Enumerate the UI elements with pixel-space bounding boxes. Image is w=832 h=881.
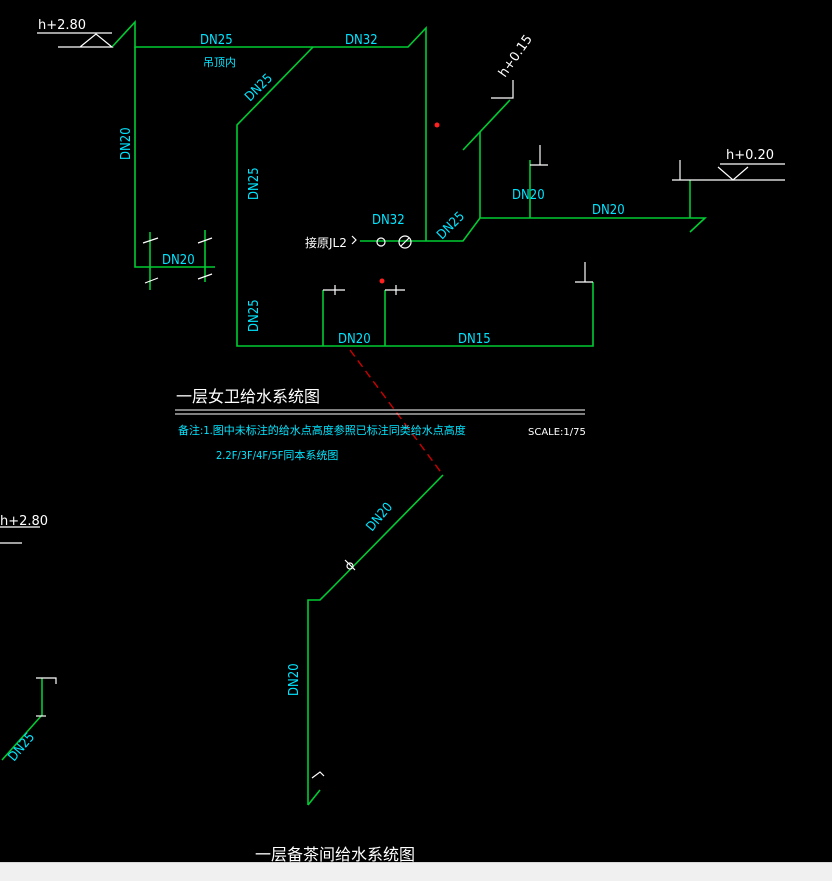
- mid-vert-dn25a-label: DN25: [247, 167, 262, 200]
- right-dn20a-label: DN20: [512, 188, 545, 203]
- riser-diag-up: [462, 99, 511, 151]
- drawing1-notes-line1: 备注:1.图中未标注的给水点高度参照已标注同类给水点高度: [178, 423, 466, 437]
- drawing2-elev-label: h+2.80: [0, 514, 48, 529]
- elev-right-label: h+0.20: [726, 148, 774, 163]
- elev-mid-label: h+0.15: [496, 32, 536, 80]
- drawing2-fittings: [0, 526, 356, 779]
- drawing1-notes-line2: 2.2F/3F/4F/5F同本系统图: [216, 448, 338, 462]
- top-sub-label: 吊顶内: [203, 55, 236, 69]
- red-marker-2: [379, 278, 385, 284]
- drawing2-pipes: [1, 474, 444, 806]
- riser-dn32-label: DN32: [372, 213, 405, 228]
- red-marker-1: [434, 122, 440, 128]
- riser-diag-dn25-label: DN25: [434, 209, 468, 243]
- left-edge-pipe: [1, 678, 43, 761]
- elevation-markers: [37, 32, 785, 181]
- bottom-dn15-label: DN15: [458, 332, 491, 347]
- top-main-pipe: [111, 19, 427, 241]
- dashed-link: [349, 349, 444, 476]
- title-rules: [175, 409, 585, 415]
- drawing2-left-dn25-label: DN25: [6, 730, 38, 765]
- drawing1-title: 一层女卫给水系统图: [176, 387, 320, 406]
- diag-dn25-label: DN25: [242, 71, 276, 105]
- elev-mid-marker: [491, 80, 514, 99]
- mid-vert-dn25b-label: DN25: [247, 299, 262, 332]
- left-vert-dn20-label: DN20: [119, 127, 134, 160]
- top-dn32-label: DN32: [345, 33, 378, 48]
- elev-left-marker: [58, 33, 114, 48]
- scale-label: SCALE:1/75: [528, 427, 586, 438]
- drawing1-fittings: [142, 145, 690, 295]
- diag-mid-pipe: [236, 46, 594, 347]
- drawing2-diag-dn20-label: DN20: [364, 500, 396, 535]
- status-bar: [0, 862, 832, 881]
- left-bottom-dn20-label: DN20: [162, 253, 195, 268]
- tea-room-pipe: [307, 474, 444, 805]
- bottom-dn20-label: DN20: [338, 332, 371, 347]
- drawing2-vert-dn20-label: DN20: [287, 663, 302, 696]
- drawing1-pipes: [111, 19, 708, 347]
- elev-left-label: h+2.80: [38, 18, 86, 33]
- riser-source-label: 接原JL2: [305, 235, 347, 250]
- right-dn20b-label: DN20: [592, 203, 625, 218]
- left-branch-pipe: [134, 47, 215, 268]
- riser-entry-pipe: [360, 217, 708, 242]
- top-dn25-label: DN25: [200, 33, 233, 48]
- drawing2-title: 一层备茶间给水系统图: [255, 845, 415, 864]
